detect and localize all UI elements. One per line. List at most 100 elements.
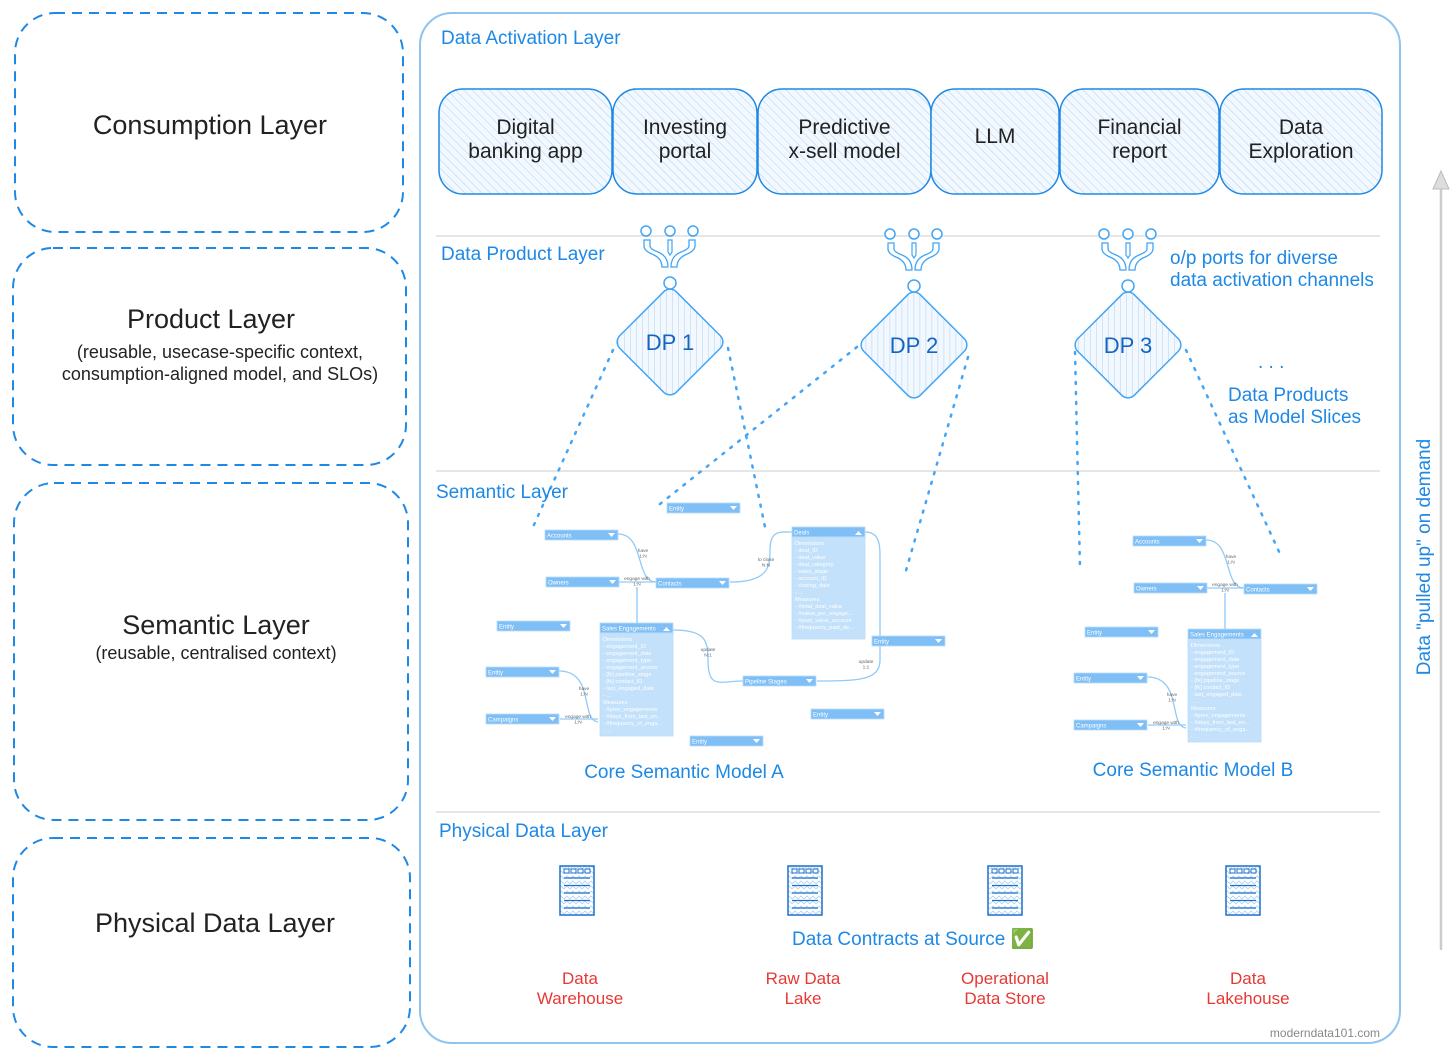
relation-cardinality: 1:N — [639, 554, 647, 560]
entity-box[interactable]: Campaigns — [485, 713, 560, 725]
relation-cardinality: 1:N — [1168, 698, 1176, 704]
relation-cardinality: 1:N — [1227, 560, 1235, 566]
table-field: Measures — [603, 700, 628, 706]
entity-name: Entity — [1087, 631, 1102, 637]
entity-name: Entity — [1076, 677, 1091, 683]
database-server-icon — [987, 865, 1023, 916]
chevron-down-icon — [609, 580, 616, 584]
table-field: - #value_per_engage... — [795, 611, 853, 617]
ellipsis: . . . — [1258, 352, 1284, 373]
activation-layer-label: Data Activation Layer — [441, 28, 621, 49]
table-field: - #days_from_last_en... — [603, 714, 662, 720]
entity-name: Campaigns — [488, 718, 518, 724]
entity-box[interactable]: Contacts — [655, 577, 730, 589]
table-field: - closing_date — [795, 583, 830, 589]
layer-title: Consumption Layer — [93, 110, 327, 140]
table-field: - engagement_source — [603, 665, 657, 671]
chevron-down-icon — [1197, 586, 1204, 590]
table-field: - engagement_type — [1191, 664, 1239, 670]
pulled-up-arrow — [1432, 169, 1450, 950]
slice-line — [726, 346, 767, 529]
data-contracts-note: Data Contracts at Source ✅ — [792, 927, 1034, 950]
entity-box[interactable]: Accounts — [544, 529, 619, 541]
relation-verb: to close — [758, 557, 775, 563]
entity-box[interactable]: Owners — [1133, 582, 1208, 594]
relation-verb: update — [859, 659, 874, 665]
relation-cardinality: 1:N — [633, 582, 641, 588]
chevron-down-icon — [1148, 630, 1155, 634]
channel-label: banking app — [468, 140, 582, 163]
entity-name: Contacts — [1246, 588, 1270, 594]
table-field: - engagement_date — [603, 651, 652, 657]
table-field: - ... — [1191, 699, 1200, 705]
table-name: Sales Engagements — [602, 627, 656, 633]
layer-title: Semantic Layer — [122, 610, 310, 640]
table-field: - last_engaged_date — [1191, 692, 1242, 698]
chevron-down-icon — [1307, 587, 1314, 591]
database-server-icon — [1225, 865, 1261, 916]
relationship-line — [1205, 539, 1245, 589]
entity-name: Accounts — [1135, 540, 1160, 546]
table-field: - ... — [795, 590, 804, 596]
entity-box[interactable]: Entity — [1073, 672, 1148, 684]
left-layer-product: Product Layer (reusable, usecase-specifi… — [12, 247, 407, 466]
relation-verb: engage with — [1153, 720, 1179, 726]
table-field: - #frequency_of_enga... — [603, 721, 663, 727]
entity-box[interactable]: Entity — [1084, 626, 1159, 638]
entity-box[interactable]: Entity — [689, 735, 764, 747]
data-product-1: DP 1 — [616, 225, 724, 396]
relationship-line — [617, 533, 657, 583]
table-name: Sales Engagements — [1190, 633, 1244, 639]
table-field: - #frequency_of_enga... — [1191, 727, 1251, 733]
entity-box[interactable]: Entity — [496, 620, 571, 632]
relation-verb: engage with — [1212, 582, 1238, 588]
footer-credit: moderndata101.com — [1270, 1026, 1380, 1040]
chevron-down-icon — [753, 739, 760, 743]
entity-box[interactable]: Entity — [871, 635, 946, 647]
entity-name: Entity — [692, 740, 707, 746]
entity-box[interactable]: Accounts — [1132, 535, 1207, 547]
relation-cardinality: N:N — [762, 563, 771, 569]
chevron-down-icon — [806, 679, 813, 683]
left-layer-physical: Physical Data Layer — [12, 837, 411, 1048]
store-label: Operational — [961, 969, 1049, 988]
table-field: - ... — [603, 728, 612, 734]
channel-label: LLM — [975, 125, 1016, 148]
relationship-line — [558, 670, 599, 723]
slice-line — [1184, 348, 1283, 558]
data-product-label: DP 3 — [1104, 333, 1153, 358]
layer-subtitle: (reusable, usecase-specific context, — [77, 342, 363, 362]
chevron-down-icon — [874, 712, 881, 716]
layer-title: Physical Data Layer — [95, 908, 335, 938]
table-field: - #past_value_account — [795, 618, 852, 624]
entity-name: Owners — [548, 581, 569, 587]
entity-box[interactable]: Entity — [810, 708, 885, 720]
relationship-line — [816, 531, 881, 682]
table-field: - engagement_ID — [603, 644, 646, 650]
entity-box[interactable]: Entity — [666, 502, 741, 514]
entity-name: Entity — [874, 640, 889, 646]
entity-box[interactable]: Campaigns — [1073, 719, 1148, 731]
entity-box[interactable]: Pipeline Stages — [742, 675, 817, 687]
relation-verb: have — [1226, 554, 1237, 560]
relationship-line — [672, 629, 744, 683]
table-field: - #prev_engagements — [603, 707, 658, 713]
entity-box[interactable]: Owners — [545, 576, 620, 588]
store-label: Raw Data — [766, 969, 841, 988]
relation-cardinality: 1:N — [1162, 726, 1170, 732]
slice-line — [531, 348, 615, 529]
entity-box[interactable]: Entity — [485, 666, 560, 678]
product-layer-label: Data Product Layer — [441, 244, 605, 265]
entity-box[interactable]: Contacts — [1243, 583, 1318, 595]
table-field: - sales_stage — [795, 569, 828, 575]
entity-name: Entity — [499, 625, 514, 631]
store-label: Lakehouse — [1206, 989, 1289, 1008]
